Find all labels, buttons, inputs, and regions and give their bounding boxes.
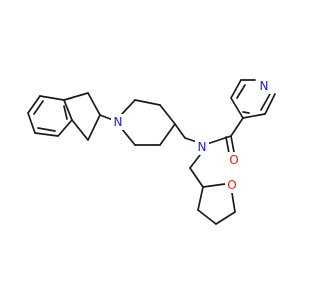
molecule-structure: N O N N O <box>27 78 276 225</box>
carbonyl-oxygen-atom: O <box>227 152 241 168</box>
bond <box>197 209 217 225</box>
piperidine-nitrogen-atom: N <box>111 114 125 130</box>
bond <box>174 123 186 139</box>
bond <box>189 154 201 169</box>
piperidine-nitrogen-label: N <box>114 115 123 129</box>
molecule-canvas: N O N N O <box>27 78 276 225</box>
bond <box>230 135 235 153</box>
tetrahydrofuran-oxygen-atom: O <box>225 177 239 193</box>
bond <box>37 127 56 132</box>
bond <box>63 92 89 101</box>
bond <box>242 111 250 114</box>
bond <box>202 183 226 188</box>
amide-nitrogen-atom: N <box>195 139 209 155</box>
bond <box>63 105 68 120</box>
bond <box>206 135 232 145</box>
bond <box>260 93 271 111</box>
bond <box>71 119 89 141</box>
carbonyl-oxygen-label: O <box>229 153 238 167</box>
bond <box>189 167 204 188</box>
pyridine-nitrogen-label: N <box>260 79 269 93</box>
bond <box>134 99 161 106</box>
bond <box>230 79 242 99</box>
atom-labels: N O N N O <box>111 78 271 193</box>
bond <box>242 113 266 119</box>
bond <box>230 117 244 137</box>
bond <box>27 95 41 114</box>
bond <box>121 128 136 146</box>
bond <box>34 132 59 137</box>
bond <box>87 114 101 141</box>
bond <box>99 114 114 121</box>
amide-nitrogen-label: N <box>198 140 207 154</box>
bond <box>236 84 246 99</box>
bond <box>230 97 244 119</box>
bond <box>57 119 73 137</box>
tetrahydrofuran-oxygen-label: O <box>227 178 236 192</box>
bond <box>121 99 136 115</box>
bond <box>225 136 230 154</box>
bond <box>63 99 73 121</box>
bond <box>27 112 36 134</box>
pyridine-nitrogen-atom: N <box>257 78 271 94</box>
bond <box>159 123 176 146</box>
bond <box>159 104 176 125</box>
bond <box>39 95 65 101</box>
bond <box>264 93 276 115</box>
bond <box>215 211 236 225</box>
bond <box>33 100 44 115</box>
bond <box>197 186 204 211</box>
bonds <box>27 79 276 225</box>
bond <box>231 192 236 213</box>
bond <box>87 92 101 116</box>
